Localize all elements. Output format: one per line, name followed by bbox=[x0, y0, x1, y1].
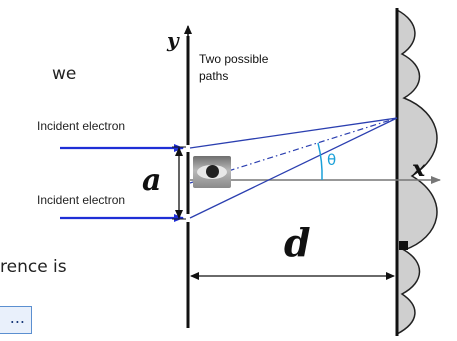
more-button[interactable]: ... bbox=[0, 306, 32, 334]
distance-label: d bbox=[284, 220, 311, 265]
intensity-curve bbox=[396, 9, 438, 335]
slit-separation-label: a bbox=[142, 163, 162, 198]
incident-electron-label-top: Incident electron bbox=[37, 119, 126, 133]
text-fragment-top: we bbox=[52, 64, 77, 84]
incident-electron-label-bottom: Incident electron bbox=[37, 193, 126, 207]
paths-label-line1: Two possible bbox=[199, 52, 269, 66]
angle-arc bbox=[317, 142, 323, 181]
screen-marker bbox=[399, 241, 408, 250]
text-fragment-bottom: rence is bbox=[0, 257, 67, 277]
angle-label: θ bbox=[327, 151, 337, 169]
ray-top bbox=[189, 117, 398, 149]
x-axis-label: x bbox=[412, 156, 426, 182]
ray-bottom bbox=[189, 117, 398, 219]
y-axis-label: y bbox=[167, 28, 179, 52]
paths-label-line2: paths bbox=[199, 69, 229, 83]
eye-icon bbox=[193, 156, 231, 188]
